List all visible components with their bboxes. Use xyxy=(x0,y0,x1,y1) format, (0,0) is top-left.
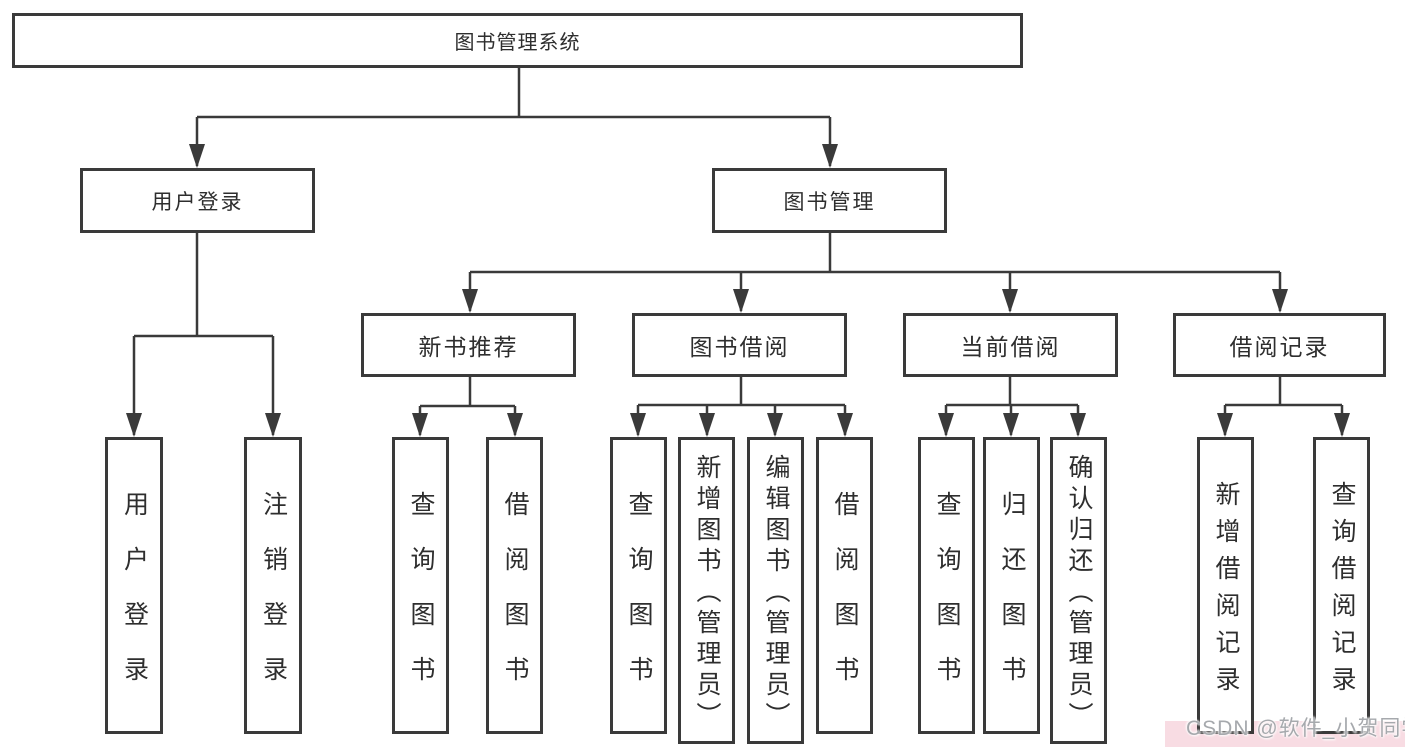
node-label: 借阅记录 xyxy=(1229,334,1330,360)
node-confirm-return-admin: 确认归还（管理员） xyxy=(1050,437,1107,744)
node-user-login: 用户登录 xyxy=(80,168,315,233)
connector-user-login-trunk xyxy=(134,233,273,338)
node-label: 确认归还（管理员） xyxy=(1065,454,1093,733)
node-label: 借阅图书 xyxy=(501,490,529,711)
node-book-management-system: 图书管理系统 xyxy=(12,13,1023,68)
node-label: 新增借阅记录 xyxy=(1212,480,1240,703)
node-borrow-books-recommend: 借阅图书 xyxy=(486,437,543,734)
node-label: 查询图书 xyxy=(625,490,653,711)
node-add-borrow-record: 新增借阅记录 xyxy=(1197,437,1254,734)
connector-new-book-trunk xyxy=(420,377,515,408)
node-query-books-recommend: 查询图书 xyxy=(392,437,449,734)
node-label: 查询图书 xyxy=(933,490,961,711)
node-borrowing-records: 借阅记录 xyxy=(1173,313,1386,377)
node-book-management: 图书管理 xyxy=(712,168,947,233)
node-label: 用户登录 xyxy=(151,190,244,214)
node-label: 归还图书 xyxy=(998,490,1026,711)
connector-root-trunk xyxy=(197,66,830,119)
connector-book-borrow-trunk xyxy=(638,377,845,407)
node-label: 查询图书 xyxy=(407,490,435,711)
node-query-books-borrowing: 查询图书 xyxy=(610,437,667,734)
node-label: 图书借阅 xyxy=(689,334,790,360)
node-add-book-admin: 新增图书（管理员） xyxy=(678,437,735,744)
node-label: 查询借阅记录 xyxy=(1328,480,1356,703)
node-label: 编辑图书（管理员） xyxy=(762,454,790,733)
node-label: 用户登录 xyxy=(120,490,149,711)
node-borrow-books-borrowing: 借阅图书 xyxy=(816,437,873,734)
node-label: 注销登录 xyxy=(259,490,288,711)
node-label: 新增图书（管理员） xyxy=(693,454,721,733)
node-edit-book-admin: 编辑图书（管理员） xyxy=(747,437,804,744)
connector-book-management-trunk xyxy=(470,233,1280,274)
node-label: 借阅图书 xyxy=(831,490,859,711)
node-query-borrow-record: 查询借阅记录 xyxy=(1313,437,1370,734)
node-label: 新书推荐 xyxy=(418,334,519,360)
connector-current-borrow-trunk xyxy=(946,377,1078,407)
node-query-books-current: 查询图书 xyxy=(918,437,975,734)
connector-borrow-records-trunk xyxy=(1225,377,1342,407)
node-current-borrowing: 当前借阅 xyxy=(903,313,1118,377)
node-book-borrowing: 图书借阅 xyxy=(632,313,847,377)
node-label: 图书管理 xyxy=(783,190,876,214)
watermark-text: CSDN @软件_小贺同学 xyxy=(1186,717,1405,740)
node-new-book-recommendation: 新书推荐 xyxy=(361,313,576,377)
node-return-books: 归还图书 xyxy=(983,437,1040,734)
node-user-login-leaf: 用户登录 xyxy=(105,437,163,734)
node-logout: 注销登录 xyxy=(244,437,302,734)
node-label: 图书管理系统 xyxy=(454,32,581,54)
node-label: 当前借阅 xyxy=(960,334,1061,360)
